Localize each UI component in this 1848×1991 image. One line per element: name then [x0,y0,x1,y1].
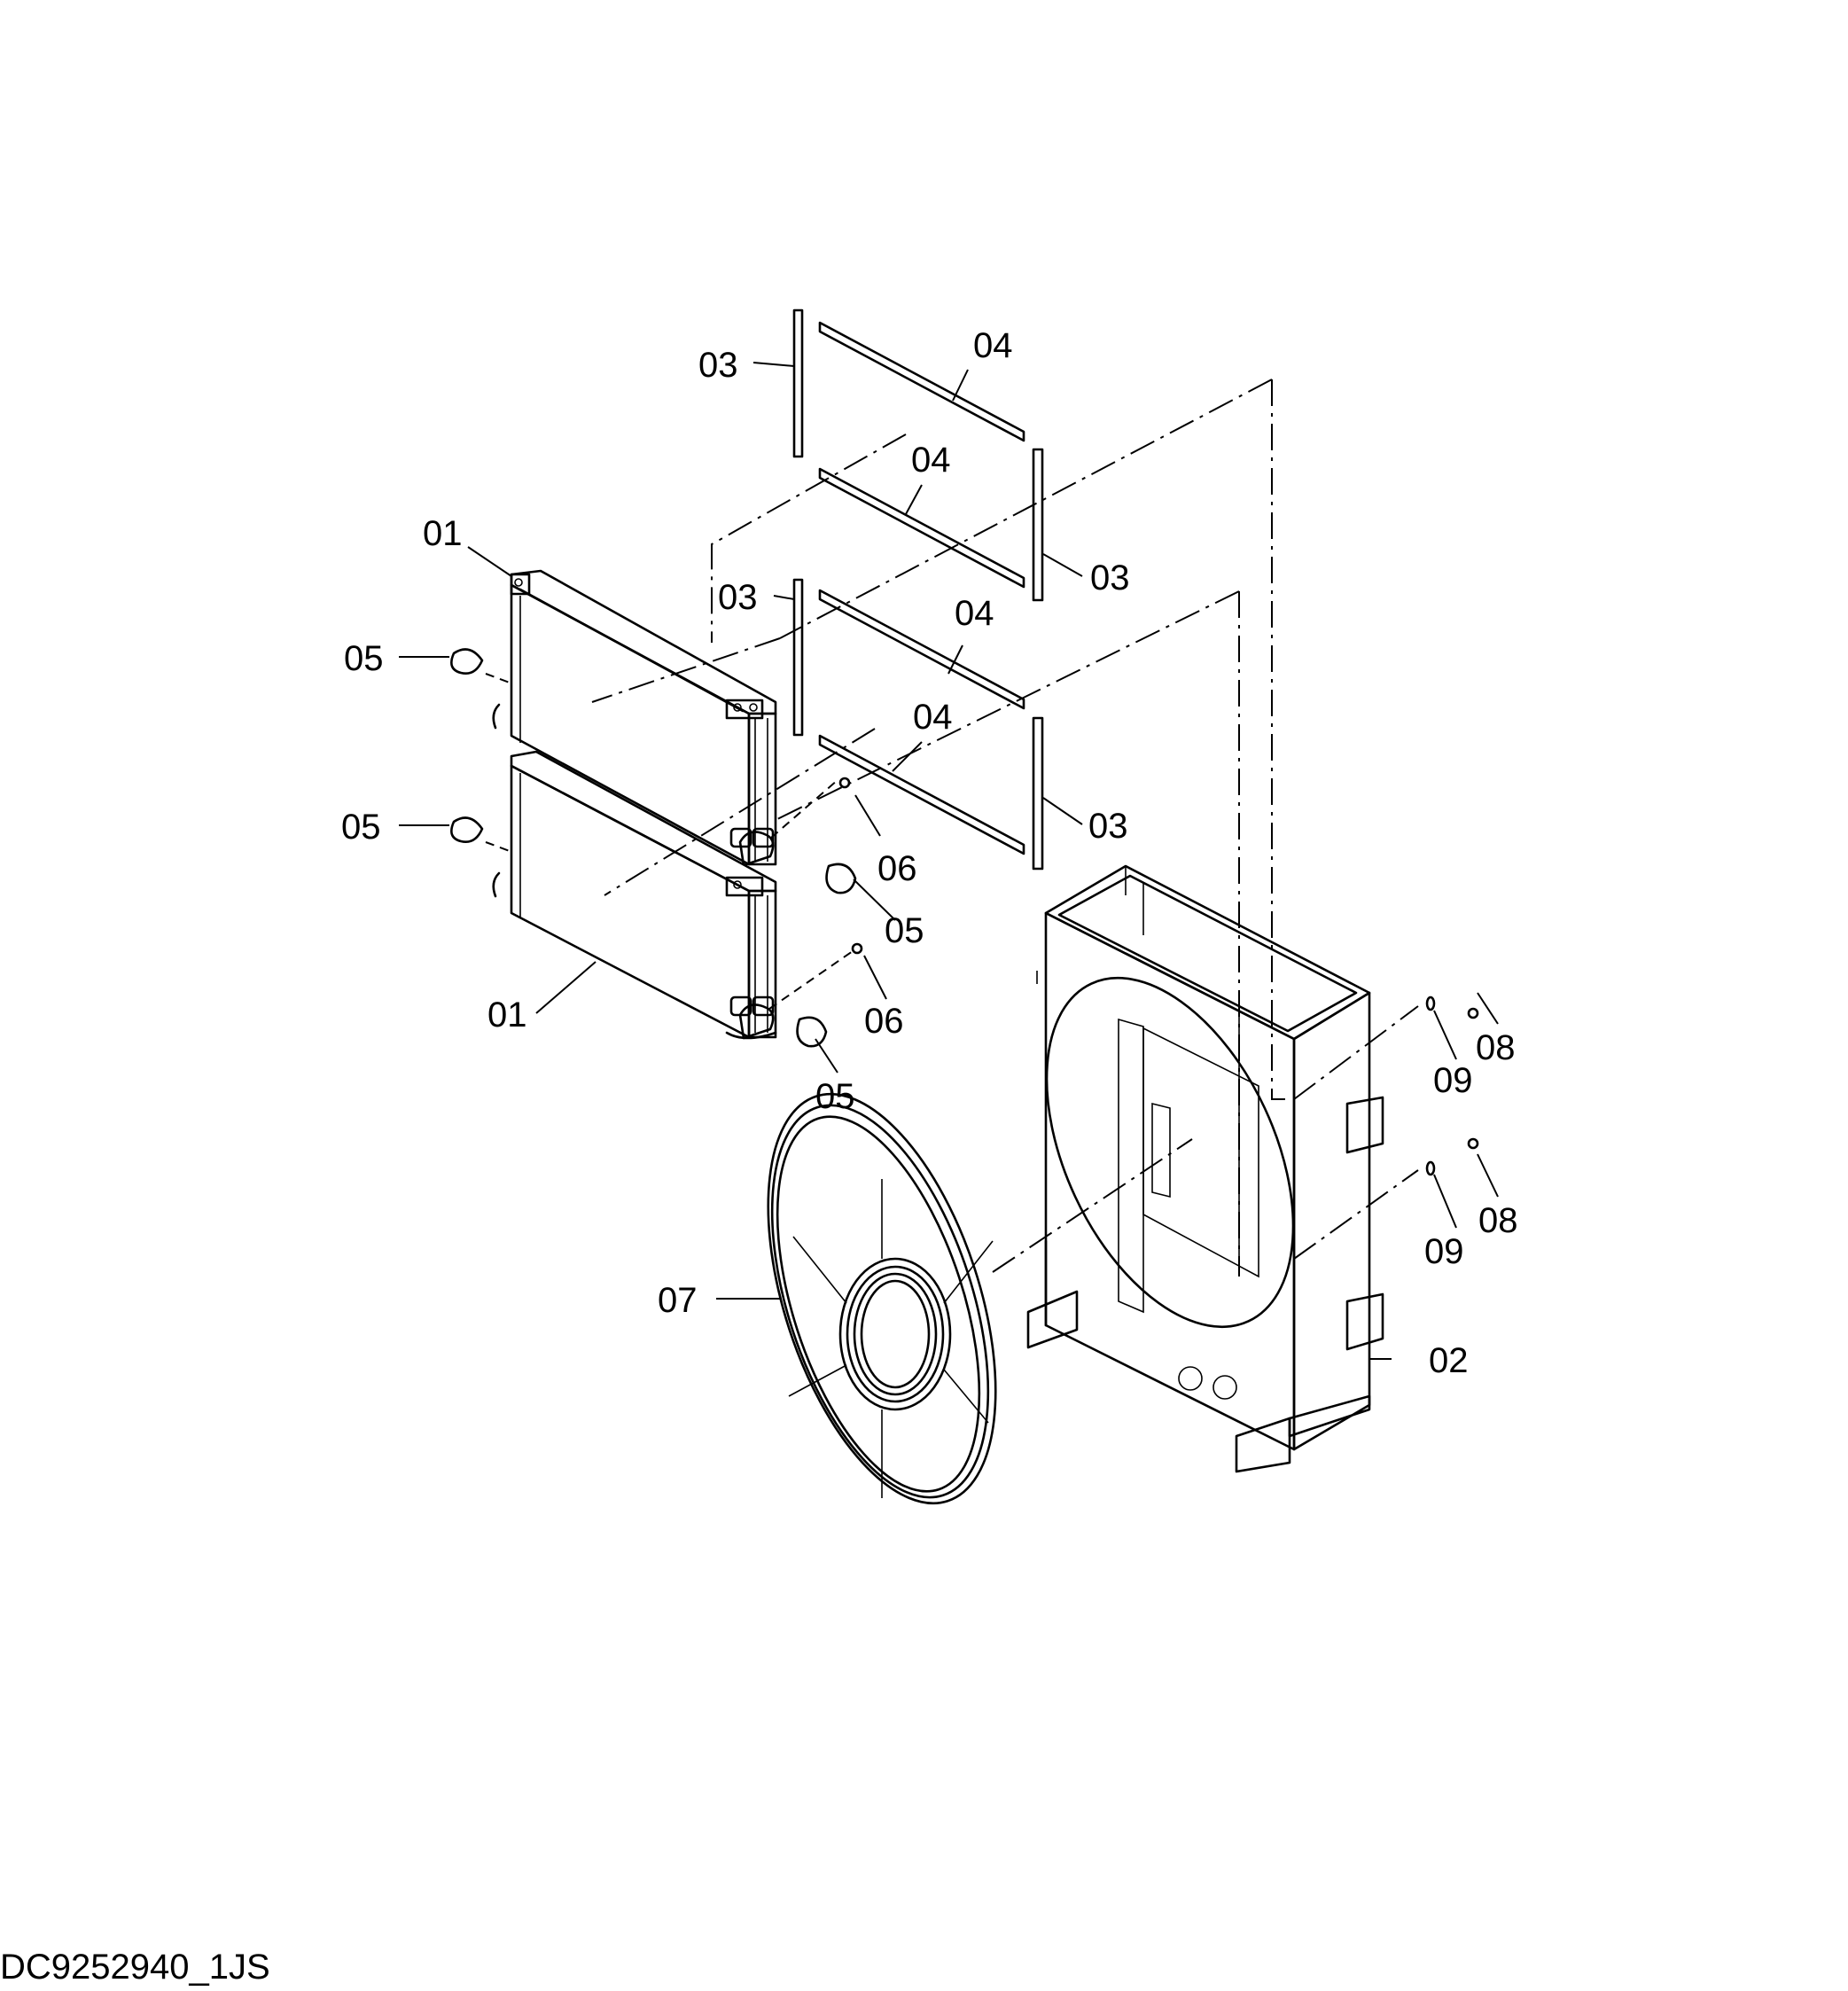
callout-09-upper: 09 [1433,1061,1473,1100]
callout-04-c: 04 [955,594,994,633]
callout-labels: 01 01 02 03 03 03 03 04 04 04 04 05 05 0… [341,326,1518,1380]
callout-05-mid-right: 05 [885,911,924,950]
leader-lines [399,362,1499,1360]
fasteners [838,777,1479,1176]
callout-03-mid-left: 03 [718,578,758,617]
document-id: DC9252940_1JS [0,1948,270,1987]
seal-strips [792,308,1044,871]
callout-04-b: 04 [911,441,951,480]
callout-02: 02 [1429,1341,1469,1380]
callout-03-top-left: 03 [698,346,738,385]
callout-08-upper: 08 [1476,1028,1516,1067]
shroud-frame [1026,864,1384,1473]
clamp-parts [450,648,857,1048]
callout-01-upper: 01 [423,514,463,553]
callout-01-lower: 01 [487,996,527,1035]
callout-03-top-right: 03 [1090,558,1130,597]
callout-05-lower-left: 05 [341,808,381,847]
callout-06-upper: 06 [877,849,917,888]
callout-06-lower: 06 [864,1002,904,1041]
fan-guard [767,1092,997,1505]
callout-03-mid-right: 03 [1088,807,1128,846]
alignment-lines [485,379,1419,1277]
callout-05-upper-left: 05 [344,639,384,678]
cooler-core-upper [492,569,777,867]
callout-05-bottom: 05 [815,1077,855,1116]
callout-07: 07 [658,1281,698,1320]
callout-04-d: 04 [913,698,953,737]
cooler-core-lower [492,750,777,1040]
callout-09-lower: 09 [1424,1232,1464,1271]
callout-08-lower: 08 [1478,1201,1518,1240]
callout-04-a: 04 [973,326,1013,365]
